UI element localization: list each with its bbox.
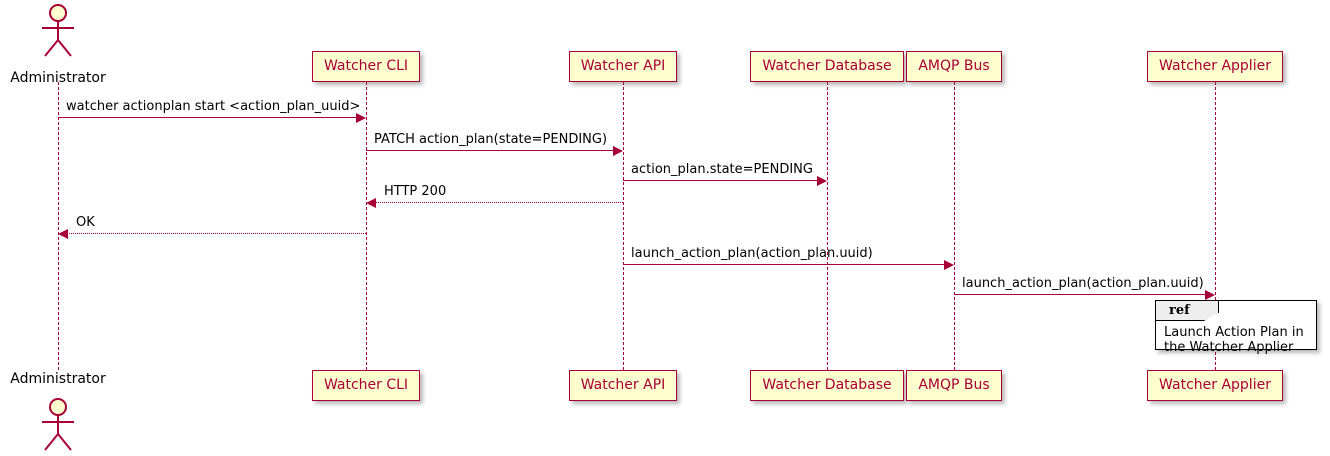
lifeline-watcher-cli [366,82,367,370]
message-label-4: HTTP 200 [384,184,447,199]
participant-box-amqp-bus-bottom: AMQP Bus [906,370,1002,401]
message-label-2: PATCH action_plan(state=PENDING) [374,132,608,147]
message-arrowhead-7 [1205,290,1215,300]
message-label-6: launch_action_plan(action_plan.uuid) [631,246,873,261]
message-arrowhead-4 [366,198,376,208]
lifeline-administrator [58,82,59,370]
actor-label-administrator: Administrator [10,70,106,86]
message-arrowhead-6 [944,260,954,270]
message-arrowhead-3 [817,176,827,186]
participant-box-watcher-api: Watcher API [568,51,678,82]
participant-box-watcher-cli-bottom: Watcher CLI [311,370,421,401]
message-line-5 [67,233,366,234]
message-label-7: launch_action_plan(action_plan.uuid) [962,276,1204,291]
actor-label-administrator-bottom: Administrator [10,371,106,387]
participant-box-watcher-database-bottom: Watcher Database [750,370,904,401]
lifeline-watcher-api [623,82,624,370]
lifeline-watcher-applier [1215,82,1216,370]
message-line-4 [375,202,623,203]
ref-fragment-text: Launch Action Plan in the Watcher Applie… [1164,325,1304,355]
message-line-3 [623,180,818,181]
message-line-7 [954,294,1206,295]
participant-box-watcher-applier-bottom: Watcher Applier [1147,370,1283,401]
ref-fragment-tab-label: ref [1169,303,1190,318]
participant-box-watcher-applier: Watcher Applier [1147,51,1283,82]
actor-figure-administrator [42,4,74,57]
actor-figure-administrator-bottom [42,398,74,451]
message-line-2 [366,150,614,151]
participant-box-watcher-database: Watcher Database [750,51,904,82]
participant-box-amqp-bus: AMQP Bus [906,51,1002,82]
message-arrowhead-2 [613,146,623,156]
lifeline-amqp-bus [954,82,955,370]
participant-box-watcher-api-bottom: Watcher API [568,370,678,401]
message-label-5: OK [76,215,95,230]
lifeline-watcher-database [827,82,828,370]
message-arrowhead-5 [58,229,68,239]
message-arrowhead-1 [356,113,366,123]
participant-box-watcher-cli: Watcher CLI [311,51,421,82]
message-line-6 [623,264,945,265]
message-line-1 [58,117,357,118]
message-label-3: action_plan.state=PENDING [631,162,813,177]
ref-fragment-tab [1156,301,1219,321]
message-label-1: watcher actionplan start <action_plan_uu… [66,99,361,114]
